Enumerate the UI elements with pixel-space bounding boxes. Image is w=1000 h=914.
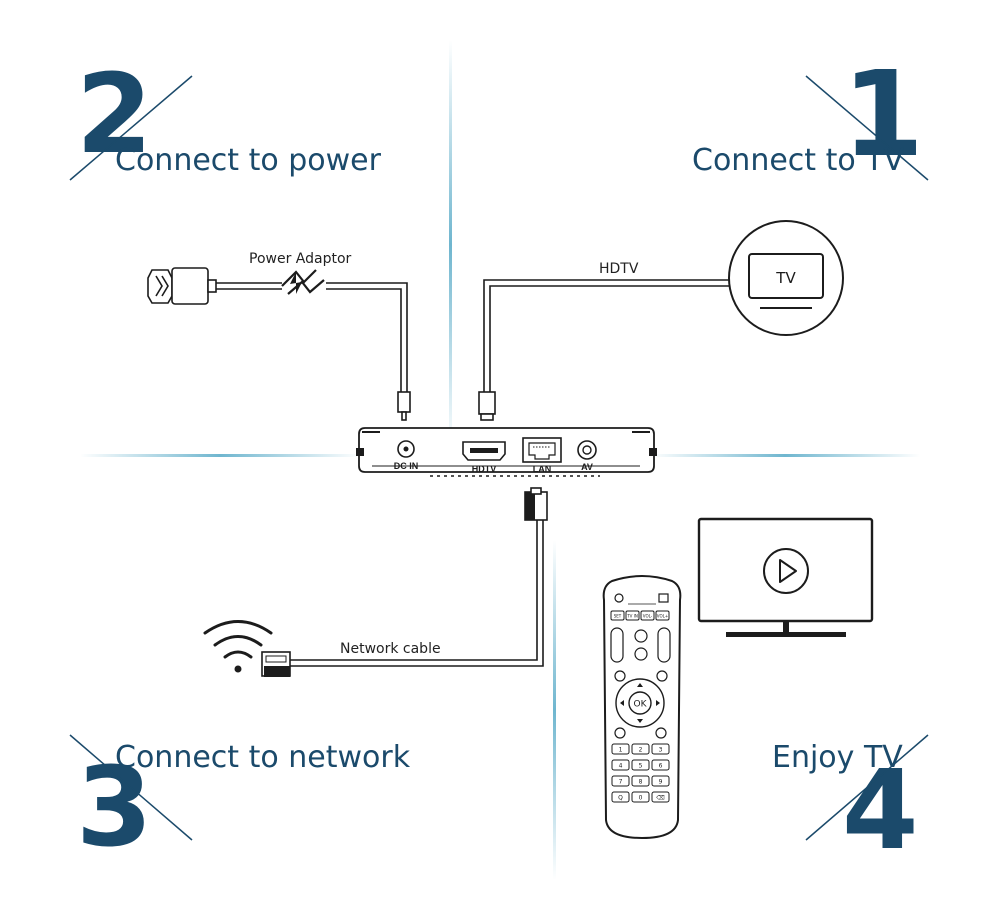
step-4-title: Enjoy TV <box>772 740 903 775</box>
tv-circle-icon: TV <box>728 220 844 336</box>
step-3: 3 Connect to network <box>69 734 411 871</box>
hdtv-port-label: HDTV <box>472 464 497 474</box>
step-2: 2 Connect to power <box>69 50 382 181</box>
remote-key-8: 8 <box>639 779 643 786</box>
guide-lines <box>80 40 920 880</box>
dc-in-port: DC IN <box>394 440 419 471</box>
remote-key-7: 7 <box>619 779 623 786</box>
remote-key-3: 3 <box>659 747 663 754</box>
step-3-number: 3 <box>76 743 153 871</box>
tv-circle-label: TV <box>775 269 796 287</box>
lan-port: LAN <box>522 437 562 474</box>
step-1-title: Connect to TV <box>692 143 905 178</box>
power-plug-icon <box>147 267 217 305</box>
step-3-slash <box>69 734 193 841</box>
remote-ok-key: OK <box>634 700 648 710</box>
remote-key-5: 5 <box>639 763 643 770</box>
av-port-label: AV <box>581 462 593 472</box>
remote-key-2: 2 <box>639 747 643 754</box>
set-top-box: DC IN HDTV LAN AV <box>356 427 657 477</box>
remote-key-9: 9 <box>659 779 663 786</box>
wifi-icon <box>203 620 273 673</box>
dc-in-label: DC IN <box>394 461 419 471</box>
remote-key-1: 1 <box>619 747 623 754</box>
guide-line-bottom <box>553 540 556 880</box>
av-port: AV <box>577 440 597 472</box>
remote-key-vol-down: VOL- <box>643 614 653 619</box>
guide-line-top <box>449 40 452 450</box>
step-1-slash <box>805 75 929 181</box>
remote-key-6: 6 <box>659 763 663 770</box>
step-1: 1 Connect to TV <box>692 45 929 183</box>
remote-control-icon: SET TV IN VOL- VOL+ OK <box>602 575 682 840</box>
power-cable <box>147 267 411 421</box>
step-4: 4 Enjoy TV <box>772 734 929 874</box>
lan-port-label: LAN <box>533 464 552 474</box>
network-cable-label: Network cable <box>340 641 441 657</box>
hdtv-port: HDTV <box>462 441 506 474</box>
remote-key-4: 4 <box>619 763 623 770</box>
lightning-bolt-icon <box>281 269 317 287</box>
monitor-play-icon <box>697 517 874 637</box>
step-2-title: Connect to power <box>115 143 382 178</box>
power-adaptor-label: Power Adaptor <box>249 251 352 267</box>
remote-key-delete: ⌫ <box>655 795 664 802</box>
step-1-number: 1 <box>842 45 924 183</box>
step-4-number: 4 <box>842 746 919 874</box>
hdtv-cable-label: HDTV <box>599 261 639 277</box>
remote-key-0: 0 <box>639 795 643 802</box>
remote-key-vol-up: VOL+ <box>657 614 668 619</box>
step-2-number: 2 <box>76 50 153 178</box>
hdtv-cable <box>478 279 730 421</box>
ethernet-plug-icon <box>261 651 291 677</box>
step-2-slash <box>69 75 193 181</box>
remote-key-tv-in: TV IN <box>626 614 638 619</box>
remote-key-set: SET <box>614 614 622 619</box>
step-3-title: Connect to network <box>115 740 411 775</box>
network-cable <box>290 487 548 667</box>
guide-line-left <box>80 454 360 457</box>
step-4-slash <box>805 734 929 841</box>
guide-line-right <box>650 454 920 457</box>
remote-key-search: Q <box>618 795 623 802</box>
